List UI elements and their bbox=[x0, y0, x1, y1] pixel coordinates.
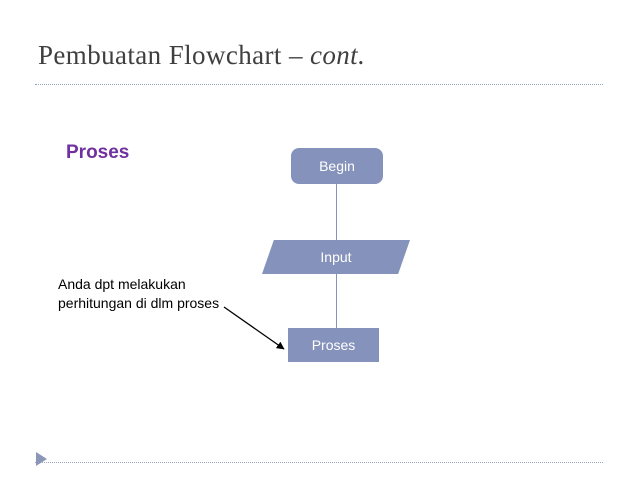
divider-top bbox=[35, 84, 603, 85]
flow-node-proses-label: Proses bbox=[311, 337, 356, 353]
play-triangle-icon[interactable] bbox=[36, 452, 47, 466]
flow-node-proses: Proses bbox=[288, 328, 379, 362]
flow-node-input: Input bbox=[262, 240, 410, 274]
flow-node-input-label: Input bbox=[320, 249, 352, 265]
annotation-text: Anda dpt melakukan perhitungan di dlm pr… bbox=[58, 276, 220, 311]
page-title-main: Pembuatan Flowchart – bbox=[38, 40, 310, 70]
annotation-arrow-icon bbox=[223, 306, 285, 350]
page-title: Pembuatan Flowchart – cont. bbox=[38, 40, 365, 71]
page-title-italic: cont. bbox=[310, 40, 366, 70]
divider-bottom bbox=[35, 462, 603, 463]
flow-node-begin-label: Begin bbox=[319, 158, 355, 174]
section-label-proses: Proses bbox=[66, 142, 130, 163]
connector-input-to-proses bbox=[336, 274, 337, 328]
flow-node-begin: Begin bbox=[291, 148, 383, 184]
parallelogram-shape bbox=[262, 240, 410, 274]
connector-begin-to-input bbox=[336, 184, 337, 240]
